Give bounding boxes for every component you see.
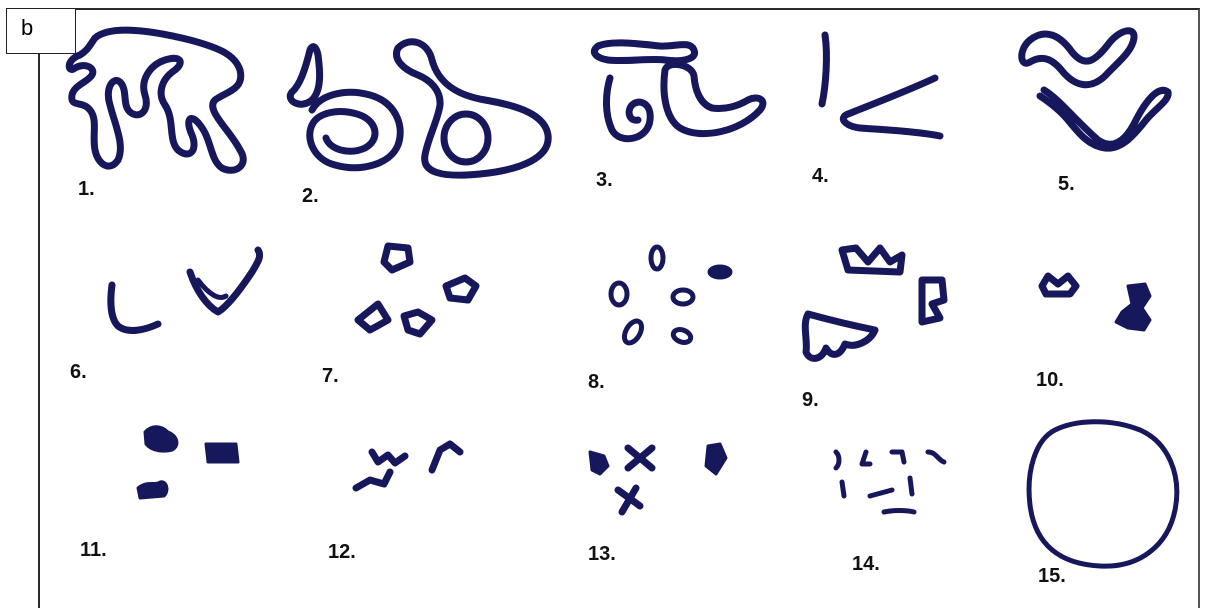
shape-2: [290, 42, 548, 175]
shape-5: [1022, 31, 1168, 148]
shape-6: [111, 250, 260, 330]
figure-number: 6.: [70, 361, 87, 383]
shape-7: [358, 246, 476, 334]
shape-14: [836, 452, 944, 512]
shape-9: [805, 248, 944, 358]
panel-label: b: [6, 8, 76, 54]
figure-number: 8.: [588, 371, 605, 393]
figure-number: 11.: [80, 539, 107, 561]
shape-10: [1042, 276, 1150, 330]
figure-number: 10.: [1036, 369, 1064, 391]
figure-number: 15.: [1038, 565, 1066, 587]
shape-13: [590, 444, 726, 512]
figure-number: 14.: [852, 553, 880, 575]
figure-number: 7.: [322, 365, 339, 387]
figure-number: 12.: [328, 541, 356, 563]
shape-12: [356, 444, 460, 488]
figure-number: 1.: [78, 178, 95, 200]
shape-15: [1029, 422, 1177, 566]
figure-number: 3.: [596, 169, 613, 191]
figure-number: 5.: [1058, 173, 1075, 195]
figure-number: 9.: [802, 389, 819, 411]
figure-number: 4.: [812, 165, 829, 187]
shape-3: [594, 43, 763, 139]
shape-4: [822, 35, 940, 136]
figure-number: 2.: [302, 185, 319, 207]
figure-number: 13.: [588, 543, 616, 565]
shape-1: [69, 30, 243, 170]
shape-11: [138, 427, 238, 498]
shape-8: [611, 247, 731, 346]
